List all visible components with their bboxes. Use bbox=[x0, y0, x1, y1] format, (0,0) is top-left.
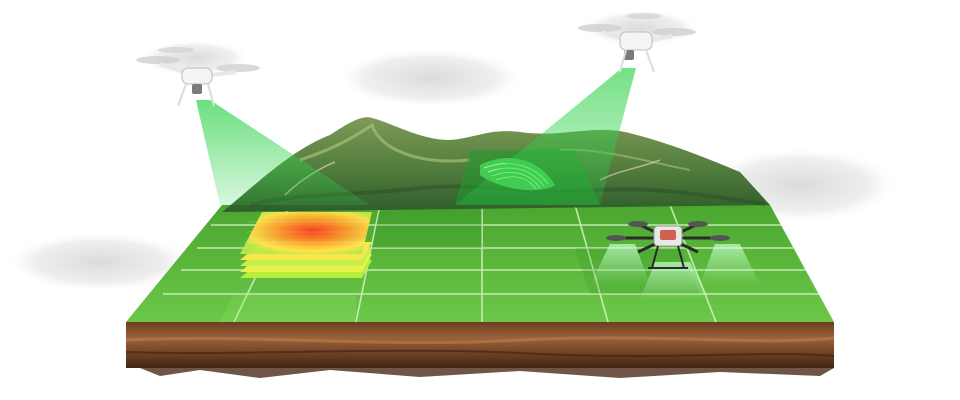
left-scan-beam bbox=[196, 100, 370, 205]
survey-drone-icon bbox=[136, 47, 260, 107]
multispectral-map-layers bbox=[240, 212, 372, 278]
right-scan-beam bbox=[455, 68, 636, 205]
spray-mist bbox=[590, 244, 760, 300]
soil-block bbox=[125, 322, 835, 378]
cloud-left bbox=[5, 232, 195, 292]
survey-drone-icon bbox=[578, 13, 696, 73]
cloud-top-center bbox=[335, 48, 525, 108]
agricultural-sprayer-drone-icon bbox=[606, 221, 730, 269]
